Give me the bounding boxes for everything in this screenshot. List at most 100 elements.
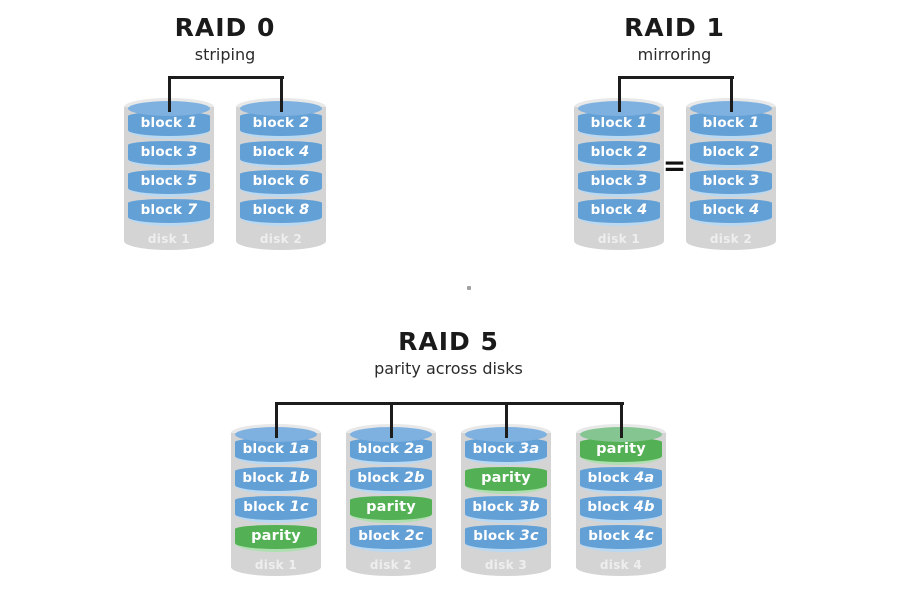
- cylinder-bottom: [461, 558, 551, 576]
- connector-drop-line: [389, 402, 393, 438]
- block-band: block 3b: [465, 496, 547, 523]
- block-number: 5: [187, 172, 198, 189]
- block-label: block 2: [252, 114, 310, 131]
- disk-label: disk 1: [147, 232, 191, 246]
- block-band: block 4b: [580, 496, 662, 523]
- block-number: 2: [637, 143, 648, 160]
- block-number: 6: [299, 172, 310, 189]
- section-title: RAID 0: [174, 13, 276, 42]
- block-band: block 3c: [465, 525, 547, 552]
- block-label: parity: [596, 440, 646, 457]
- block-label: parity: [481, 469, 531, 486]
- connector-drop-line: [279, 76, 283, 112]
- block-band: block 4c: [580, 525, 662, 552]
- cylinder-bottom: [124, 232, 214, 250]
- block-band: block 3: [578, 170, 660, 197]
- cylinder-bottom: [686, 232, 776, 250]
- block-label: block 8: [252, 201, 310, 218]
- block-label: block 4a: [587, 469, 655, 486]
- block-band: block 2: [240, 112, 322, 139]
- block-number: 4c: [634, 527, 654, 544]
- disk-label: disk 3: [484, 558, 528, 572]
- block-band: block 1: [128, 112, 210, 139]
- block-number: 1: [749, 114, 760, 131]
- section-title: RAID 1: [624, 13, 725, 42]
- block-label: block 4b: [587, 498, 655, 515]
- block-band: block 2b: [350, 467, 432, 494]
- block-band: block 3: [690, 170, 772, 197]
- block-number: 7: [187, 201, 198, 218]
- block-label: block 1: [140, 114, 198, 131]
- block-label: block 3b: [472, 498, 540, 515]
- raid1-section: RAID 1 mirroring = block 1 block 2 block 3…: [574, 12, 776, 250]
- cylinder-bottom: [231, 558, 321, 576]
- block-number: 4a: [634, 469, 655, 486]
- disk-disk-4: parity block 4a block 4b block 4c disk 4: [576, 424, 666, 576]
- block-band: block 4a: [580, 467, 662, 494]
- section-subtitle: mirroring: [637, 45, 712, 64]
- connector-bus-line: [169, 76, 284, 79]
- block-band: block 4: [690, 199, 772, 226]
- connector-drop-line: [504, 402, 508, 438]
- block-number: 1b: [288, 469, 310, 486]
- parity-band: parity: [580, 438, 662, 465]
- block-number: 1a: [289, 440, 310, 457]
- block-label: block 4: [702, 201, 760, 218]
- block-band: block 1a: [235, 438, 317, 465]
- connector-drop-line: [729, 76, 733, 112]
- cylinder-bottom: [574, 232, 664, 250]
- parity-band: parity: [235, 525, 317, 552]
- disk-disk-2: block 1 block 2 block 3 block 4 disk 2: [686, 98, 776, 250]
- block-label: block 1: [702, 114, 760, 131]
- block-label: block 2: [702, 143, 760, 160]
- disk-label: disk 2: [259, 232, 303, 246]
- block-label: block 2: [590, 143, 648, 160]
- connector-bus-line: [619, 76, 734, 79]
- block-label: block 3c: [473, 527, 539, 544]
- connector-drop-line: [619, 402, 623, 438]
- block-stack: parity block 4a block 4b block 4c: [580, 438, 662, 554]
- equals-sign: =: [662, 149, 687, 182]
- section-subtitle: striping: [194, 45, 256, 64]
- block-band: block 2: [578, 141, 660, 168]
- block-label: block 3: [140, 143, 198, 160]
- cylinder-bottom: [236, 232, 326, 250]
- block-number: 1: [637, 114, 648, 131]
- stray-dot: [467, 286, 471, 290]
- block-label: block 1b: [242, 469, 310, 486]
- disk-label: disk 2: [369, 558, 413, 572]
- block-label: block 1: [590, 114, 648, 131]
- disk-label: disk 1: [597, 232, 641, 246]
- block-number: 4b: [633, 498, 655, 515]
- block-stack: block 1 block 2 block 3 block 4: [690, 112, 772, 228]
- parity-band: parity: [350, 496, 432, 523]
- block-number: 4: [299, 143, 310, 160]
- block-number: 4: [749, 201, 760, 218]
- block-band: block 6: [240, 170, 322, 197]
- disk-label: disk 2: [709, 232, 753, 246]
- connector-drop-line: [274, 402, 278, 438]
- block-band: block 7: [128, 199, 210, 226]
- block-band: block 1: [690, 112, 772, 139]
- block-number: 3: [637, 172, 648, 189]
- block-number: 8: [299, 201, 310, 218]
- block-label: block 3: [702, 172, 760, 189]
- block-label: block 2c: [358, 527, 424, 544]
- block-label: block 7: [140, 201, 198, 218]
- block-label: parity: [366, 498, 416, 515]
- disk-label: disk 4: [599, 558, 643, 572]
- block-number: 3c: [519, 527, 539, 544]
- connector-drop-line: [167, 76, 171, 112]
- block-number: 2: [749, 143, 760, 160]
- disk-label: disk 1: [254, 558, 298, 572]
